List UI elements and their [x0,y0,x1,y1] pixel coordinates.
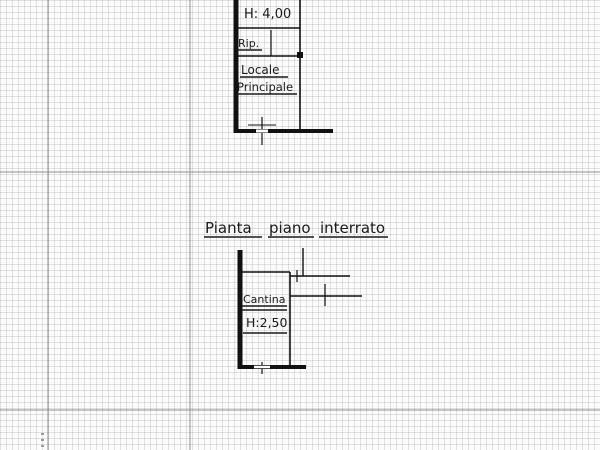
upper-room-small-label: Rip. [238,37,259,50]
margin-marks [41,433,44,447]
basement-floor-plan: Cantina H:2,50 [237,248,362,374]
basement-room-label: Cantina [243,293,285,306]
basement-plan-title: Pianta piano interrato [204,219,388,238]
basement-title-word-1: Pianta [205,219,252,237]
upper-height-label: H: 4,00 [244,7,291,22]
basement-height-label: H:2,50 [246,315,287,330]
upper-room-main-label-line1: Locale [241,63,279,77]
upper-room-main-label-line2: Principale [237,80,293,94]
basement-title-word-3: interrato [320,219,385,237]
upper-floor-plan: H: 4,00 Rip. Locale Principale [233,0,333,145]
basement-title-word-2: piano [269,219,311,237]
